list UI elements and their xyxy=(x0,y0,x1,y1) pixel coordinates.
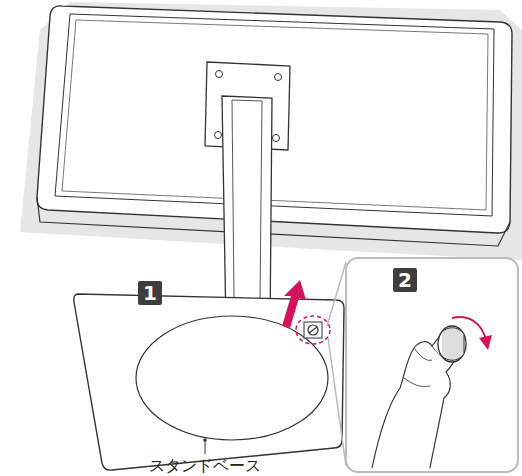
monitor-edge xyxy=(37,197,510,246)
monitor-back-inner xyxy=(62,20,488,210)
detail-inset xyxy=(346,258,518,472)
callout-number: 1 xyxy=(138,281,162,305)
monitor-back-panel xyxy=(55,14,494,216)
stand-neck-inner xyxy=(232,100,262,300)
stand-neck xyxy=(222,96,272,330)
screw-hole xyxy=(216,71,223,78)
screw-slot xyxy=(309,327,317,333)
screw-hole xyxy=(275,74,282,81)
screw-plate xyxy=(304,322,322,338)
part-label: スタンドベース xyxy=(120,457,290,475)
thumb-screw-head xyxy=(442,328,464,361)
leader-line xyxy=(205,440,206,454)
direction-arrow xyxy=(282,280,306,328)
screw-hole xyxy=(215,132,222,139)
callout-number: 2 xyxy=(393,268,417,292)
leader-dot xyxy=(203,438,207,442)
thumb-screw xyxy=(438,326,466,362)
screw-hole xyxy=(273,135,280,142)
rotation-arc xyxy=(452,317,486,340)
inset-leader xyxy=(328,338,346,466)
stand-base xyxy=(74,294,344,470)
screw xyxy=(308,325,318,335)
base-ellipse xyxy=(136,316,328,440)
inset-leader xyxy=(327,262,346,326)
monitor-body xyxy=(37,6,512,233)
highlight-circle xyxy=(296,316,330,344)
rotation-arrowhead xyxy=(479,335,492,350)
